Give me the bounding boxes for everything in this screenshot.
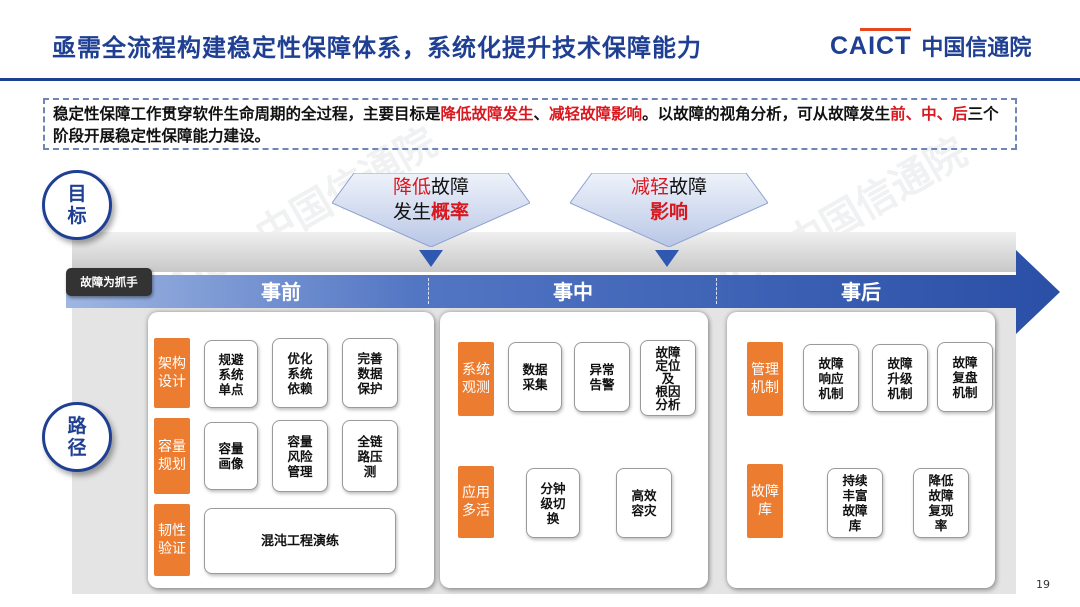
phase-before: 事前: [261, 280, 301, 304]
down-arrow-icon: [419, 250, 443, 267]
category-capacity: 容量规划: [154, 418, 190, 494]
goal-reduce-impact: 减轻故障 影响: [570, 173, 768, 247]
item-escalation-mechanism: 故障 升级 机制: [872, 344, 928, 412]
phase-arrow: [66, 250, 1060, 334]
item-optimize-dependency: 优化 系统 依赖: [272, 338, 328, 408]
path-circle: 路径: [42, 402, 112, 472]
item-minute-switch: 分钟 级切 换: [526, 468, 580, 538]
phase-divider: [428, 278, 429, 304]
panel-during: 系统观测 应用多活 数据 采集 异常 告警 故障 定位 及 根因 分析 分钟 级…: [440, 312, 708, 588]
category-observability: 系统观测: [458, 342, 494, 416]
item-data-protection: 完善 数据 保护: [342, 338, 398, 408]
goal-shape: [332, 173, 530, 247]
goal-band: [72, 232, 1016, 272]
panel-after: 管理机制 故障库 故障 响应 机制 故障 升级 机制 故障 复盘 机制 持续 丰…: [727, 312, 995, 588]
caict-logo: CAICT 中国信通院: [830, 27, 1032, 62]
item-data-collection: 数据 采集: [508, 342, 562, 412]
goal-reduce-probability: 降低故障 发生概率: [332, 173, 530, 247]
item-avoid-single-point: 规避 系统 单点: [204, 340, 258, 408]
category-fault-library: 故障库: [747, 464, 783, 538]
item-capacity-risk: 容量 风险 管理: [272, 420, 328, 492]
item-review-mechanism: 故障 复盘 机制: [937, 342, 993, 412]
item-enrich-fault-library: 持续 丰富 故障 库: [827, 468, 883, 538]
item-root-cause-analysis: 故障 定位 及 根因 分析: [640, 340, 696, 416]
item-response-mechanism: 故障 响应 机制: [803, 344, 859, 412]
phase-after: 事后: [841, 280, 881, 304]
item-capacity-profile: 容量 画像: [204, 422, 258, 490]
fault-focus-tag: 故障为抓手: [66, 268, 152, 296]
page-title: 亟需全流程构建稳定性保障体系，系统化提升技术保障能力: [52, 34, 702, 62]
logo-text-cn: 中国信通院: [921, 36, 1032, 61]
item-chaos-engineering: 混沌工程演练: [204, 508, 396, 574]
goal-circle: 目标: [42, 170, 112, 240]
category-management: 管理机制: [747, 342, 783, 416]
down-arrow-icon: [655, 250, 679, 267]
item-full-link-stress: 全链 路压 测: [342, 420, 398, 492]
phase-divider: [716, 278, 717, 304]
category-architecture: 架构设计: [154, 338, 190, 408]
logo-text-en: CAICT: [830, 27, 912, 60]
item-disaster-recovery: 高效 容灾: [616, 468, 672, 538]
item-anomaly-alert: 异常 告警: [574, 342, 630, 412]
category-active-active: 应用多活: [458, 466, 494, 538]
phase-during: 事中: [553, 280, 593, 304]
goal-shape: [570, 173, 768, 247]
page-number: 19: [1036, 578, 1050, 591]
summary-box: 稳定性保障工作贯穿软件生命周期的全过程，主要目标是降低故障发生、减轻故障影响。以…: [43, 98, 1017, 150]
item-reduce-recurrence: 降低 故障 复现 率: [913, 468, 969, 538]
category-resilience: 韧性验证: [154, 504, 190, 576]
title-divider: [0, 78, 1080, 81]
panel-before: 架构设计 容量规划 韧性验证 规避 系统 单点 优化 系统 依赖 完善 数据 保…: [148, 312, 434, 588]
